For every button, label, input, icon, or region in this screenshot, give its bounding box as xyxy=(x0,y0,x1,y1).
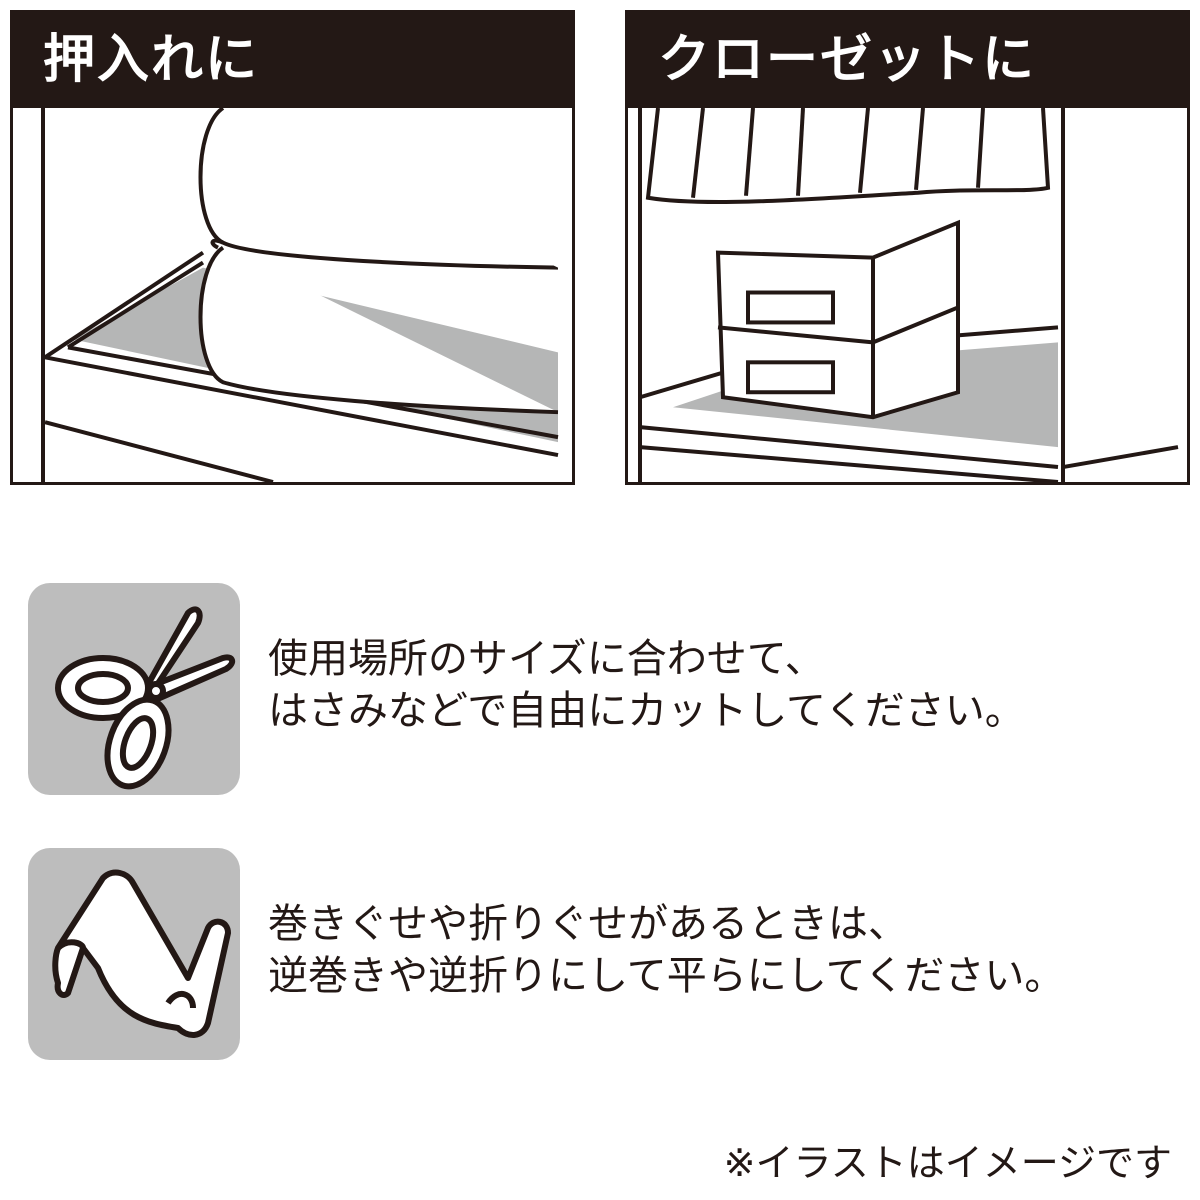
panel-title: 押入れに xyxy=(13,13,572,108)
illustration-disclaimer: ※イラストはイメージです xyxy=(723,1141,1172,1185)
flatten-tip: 巻きぐせや折りぐせがあるときは、 逆巻きや逆折りにして平らにしてください。 xyxy=(28,848,1178,1060)
curled-sheet-icon xyxy=(28,848,240,1060)
cut-to-size-tip: 使用場所のサイズに合わせて、 はさみなどで自由にカットしてください。 xyxy=(28,583,1178,795)
futon-shelf-illustration xyxy=(13,108,572,482)
closet-boxes-illustration xyxy=(628,108,1187,482)
tip-text: 使用場所のサイズに合わせて、 はさみなどで自由にカットしてください。 xyxy=(268,636,1025,734)
scissors-icon xyxy=(28,583,240,795)
tip-text: 巻きぐせや折りぐせがあるときは、 逆巻きや逆折りにして平らにしてください。 xyxy=(268,901,1065,999)
oshiire-panel: 押入れに xyxy=(10,10,575,485)
panel-title: クローゼットに xyxy=(628,13,1187,108)
closet-panel: クローゼットに xyxy=(625,10,1190,485)
